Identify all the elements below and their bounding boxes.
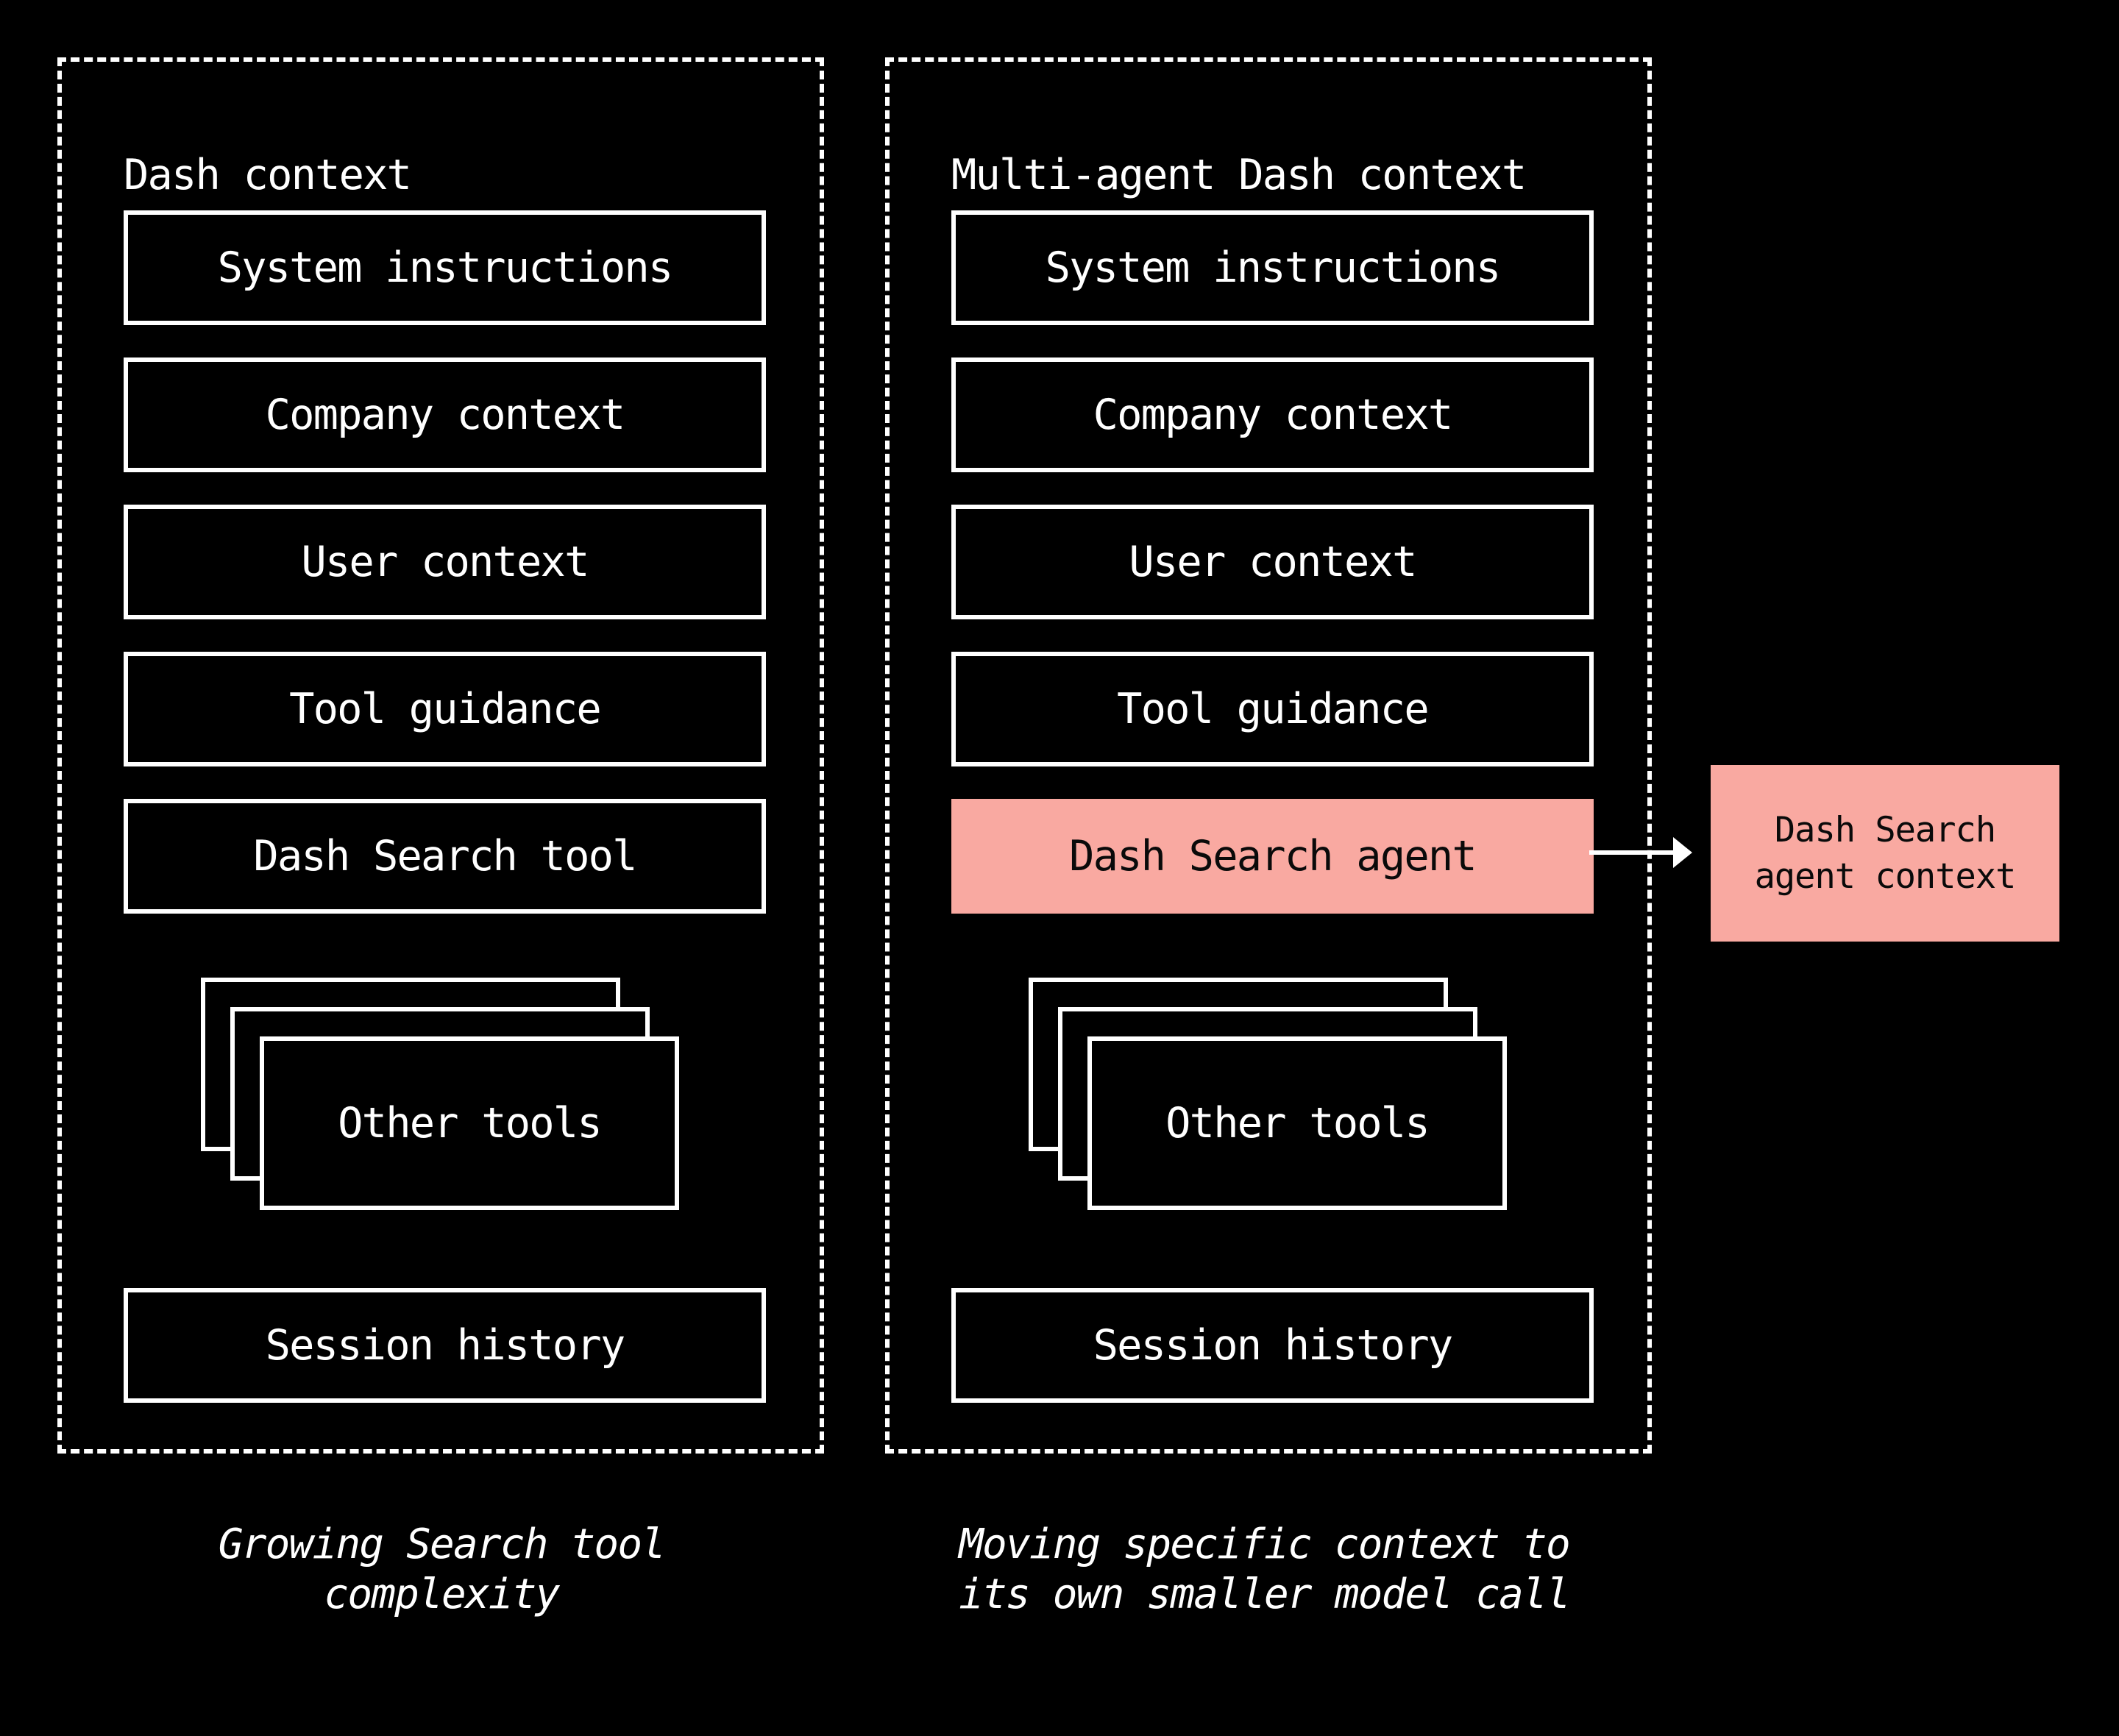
- caption-line: complexity: [324, 1570, 560, 1618]
- box-company-context: Company context: [951, 357, 1594, 472]
- agent-to-context-arrow-line: [1589, 850, 1675, 855]
- box-tool-guidance: Tool guidance: [124, 652, 766, 766]
- stack-card-front: Other tools: [260, 1036, 679, 1210]
- panel-title-multi-agent-dash-context: Multi-agent Dash context: [951, 151, 1527, 199]
- other-tools-stack: Other tools: [201, 978, 679, 1210]
- caption-line: Moving specific context to: [959, 1520, 1571, 1568]
- box-user-context: User context: [124, 505, 766, 619]
- caption-growing-search-tool-complexity: Growing Search tool complexity: [74, 1520, 809, 1620]
- box-tool-guidance: Tool guidance: [951, 652, 1594, 766]
- box-session-history: Session history: [951, 1288, 1594, 1403]
- box-session-history: Session history: [124, 1288, 766, 1403]
- box-user-context: User context: [951, 505, 1594, 619]
- agent-to-context-arrowhead-icon: [1673, 837, 1692, 868]
- caption-line: Growing Search tool: [218, 1520, 666, 1568]
- dash-context-panel: Dash context System instructions Company…: [57, 57, 824, 1454]
- caption-line: its own smaller model call: [959, 1570, 1571, 1618]
- side-box-line2: agent context: [1754, 856, 2017, 897]
- caption-moving-specific-context: Moving specific context to its own small…: [896, 1520, 1632, 1620]
- box-dash-search-tool: Dash Search tool: [124, 799, 766, 914]
- other-tools-stack: Other tools: [1029, 978, 1507, 1210]
- box-dash-search-agent: Dash Search agent: [951, 799, 1594, 914]
- box-dash-search-agent-context: Dash Search agent context: [1711, 765, 2059, 942]
- multi-agent-dash-context-panel: Multi-agent Dash context System instruct…: [885, 57, 1652, 1454]
- side-box-line1: Dash Search: [1774, 810, 1996, 850]
- stack-card-front: Other tools: [1087, 1036, 1507, 1210]
- box-system-instructions: System instructions: [951, 210, 1594, 325]
- box-company-context: Company context: [124, 357, 766, 472]
- panel-title-dash-context: Dash context: [124, 151, 412, 199]
- box-system-instructions: System instructions: [124, 210, 766, 325]
